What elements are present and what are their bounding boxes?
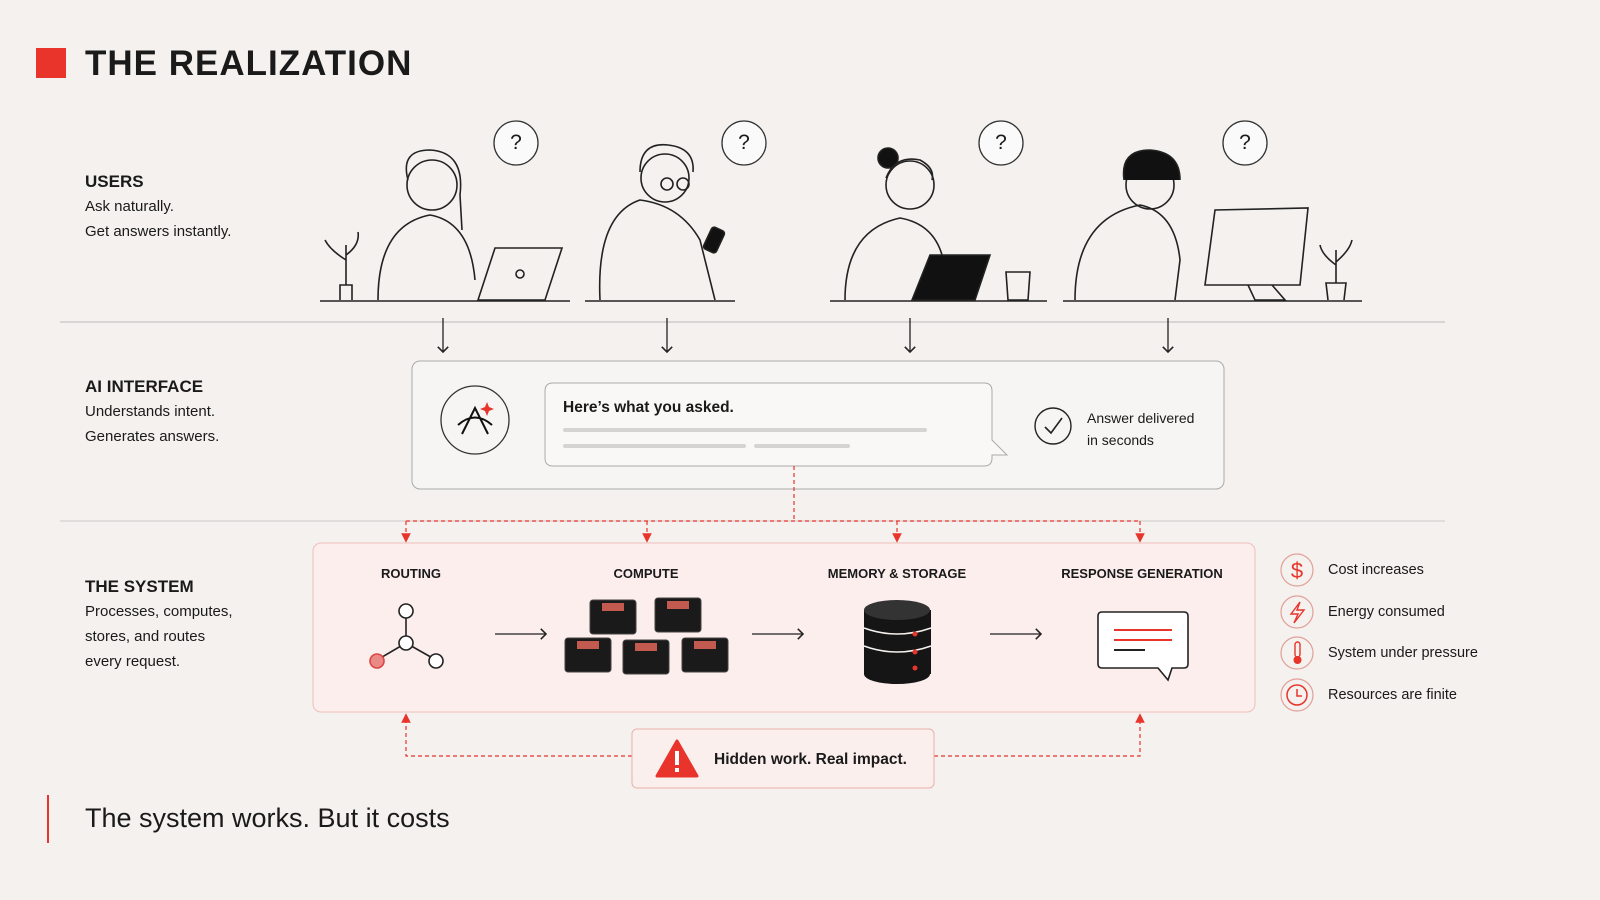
system-box: [312, 542, 1256, 713]
system-section-label: THE SYSTEM Processes, computes, stores, …: [85, 577, 233, 674]
lightning-icon: [1289, 601, 1306, 624]
down-arrows: [437, 318, 1174, 354]
delivery-status: Answer delivered in seconds: [1087, 407, 1194, 451]
impact-resources: Resources are finite: [1328, 687, 1457, 703]
dollar-icon: $: [1291, 558, 1303, 583]
section-text: Generates answers.: [85, 428, 220, 445]
section-heading: AI INTERFACE: [85, 377, 204, 396]
database-icon: [863, 600, 932, 684]
thermometer-icon: [1293, 641, 1302, 664]
question-mark: ?: [995, 131, 1007, 154]
stage-response-generation: RESPONSE GENERATION: [1061, 566, 1223, 581]
question-mark: ?: [738, 131, 750, 154]
section-text: Ask naturally.: [85, 198, 174, 215]
section-heading: USERS: [85, 172, 144, 191]
question-mark: ?: [1239, 131, 1251, 154]
dashed-connectors: [401, 466, 1145, 757]
title-marker: [36, 48, 66, 78]
section-text: Processes, computes,: [85, 603, 233, 620]
stage-memory-storage: MEMORY & STORAGE: [827, 566, 967, 581]
section-text: stores, and routes: [85, 628, 206, 645]
routing-icon: [369, 603, 444, 669]
section-text: Get answers instantly.: [85, 223, 232, 240]
stage-routing: ROUTING: [381, 566, 441, 581]
status-line: Answer delivered: [1087, 410, 1195, 426]
response-icon: [1097, 611, 1189, 682]
section-text: every request.: [85, 653, 181, 670]
warning-box: [631, 728, 935, 789]
ai-icon: [440, 385, 510, 455]
status-line: in seconds: [1087, 432, 1154, 448]
section-text: Understands intent.: [85, 403, 216, 420]
section-heading: THE SYSTEM: [85, 577, 194, 596]
interface-section-label: AI INTERFACE Understands intent. Generat…: [85, 377, 219, 449]
stage-compute: COMPUTE: [613, 566, 679, 581]
check-icon: [1034, 407, 1072, 445]
clock-icon: [1286, 684, 1308, 706]
users-section-label: USERS Ask naturally. Get answers instant…: [85, 172, 231, 244]
warning-text: Hidden work. Real impact.: [714, 751, 907, 768]
impact-cost: Cost increases: [1328, 562, 1424, 578]
impact-icon-circles: [1280, 553, 1314, 712]
impact-energy: Energy consumed: [1328, 604, 1445, 620]
page-title: THE REALIZATION: [85, 44, 413, 83]
question-bubbles: [493, 120, 1268, 166]
question-mark: ?: [510, 131, 522, 154]
message-bubble: [544, 382, 1009, 467]
impact-pressure: System under pressure: [1328, 645, 1478, 661]
compute-chips-icon: [564, 597, 729, 675]
footer-text: The system works. But it costs: [85, 803, 450, 833]
message-text: Here’s what you asked.: [563, 399, 734, 416]
user-illustrations: [320, 143, 1362, 302]
